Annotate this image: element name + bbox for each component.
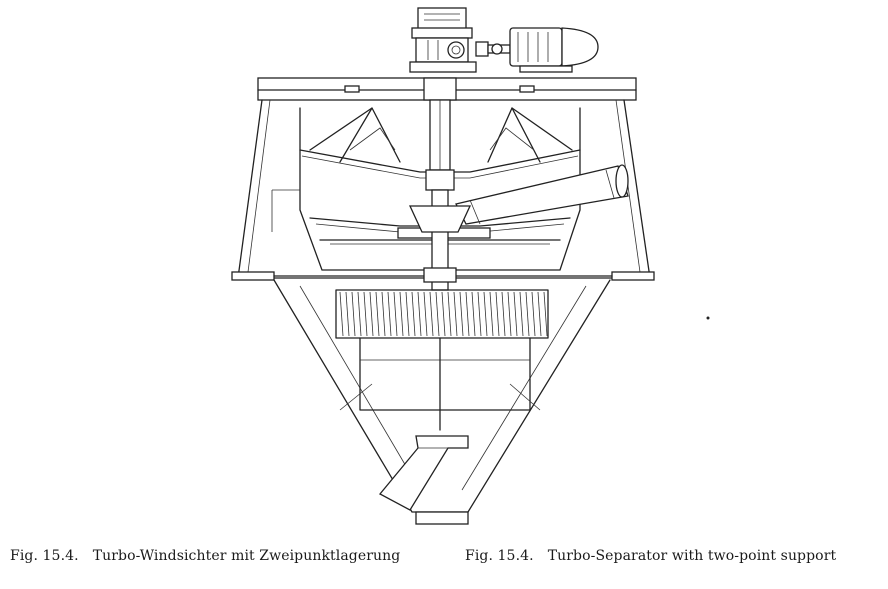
fan-vane xyxy=(399,291,404,337)
feed-inlet-pipe xyxy=(455,164,629,225)
fan-vane xyxy=(351,291,356,337)
fan-vane xyxy=(441,291,446,337)
caption-german-number: Fig. 15.4. xyxy=(10,548,79,564)
fan-vane xyxy=(405,291,410,337)
fan-vane xyxy=(417,291,422,337)
fan-vanes xyxy=(339,291,548,337)
fan-vane xyxy=(513,291,518,337)
fan-vane xyxy=(423,291,428,337)
fan-vane xyxy=(363,291,368,337)
caption-german-text: Turbo-Windsichter mit Zweipunktlagerung xyxy=(92,548,401,564)
fan-vane xyxy=(447,291,452,337)
fan-vane xyxy=(543,291,548,337)
fan-vane xyxy=(411,291,416,337)
fan-vane xyxy=(507,291,512,337)
fan-wheel xyxy=(335,289,549,339)
fan-vane xyxy=(453,291,458,337)
outlet-spouts xyxy=(378,435,469,525)
fan-vane xyxy=(519,291,524,337)
fan-vane xyxy=(459,291,464,337)
fan-vane xyxy=(429,291,434,337)
central-shaft xyxy=(423,77,457,291)
fan-vane xyxy=(339,291,344,337)
lower-cone xyxy=(273,279,611,513)
caption-english-number: Fig. 15.4. xyxy=(465,548,534,564)
fan-vane xyxy=(489,291,494,337)
caption-english: Fig. 15.4. Turbo-Separator with two-point… xyxy=(465,548,836,564)
fan-vane xyxy=(471,291,476,337)
fan-vane xyxy=(393,291,398,337)
turbo-separator-drawing xyxy=(231,7,710,525)
fan-vane xyxy=(537,291,542,337)
caption-german: Fig. 15.4. Turbo-Windsichter mit Zweipunk… xyxy=(10,548,400,564)
fan-vane xyxy=(375,291,380,337)
fan-vane xyxy=(501,291,506,337)
fan-vane xyxy=(525,291,530,337)
coupling xyxy=(475,41,511,57)
rotor-cone xyxy=(408,205,472,233)
fan-vane xyxy=(477,291,482,337)
caption-english-text: Turbo-Separator with two-point support xyxy=(547,548,837,564)
electric-motor xyxy=(509,27,599,73)
fan-vane xyxy=(369,291,374,337)
fan-vane xyxy=(357,291,362,337)
fan-vane xyxy=(531,291,536,337)
fan-vane xyxy=(435,291,440,337)
fan-vane xyxy=(387,291,392,337)
fan-vane xyxy=(483,291,488,337)
gearbox xyxy=(409,7,477,73)
fan-vane xyxy=(465,291,470,337)
fan-vane xyxy=(345,291,350,337)
fan-vane xyxy=(495,291,500,337)
fan-vane xyxy=(381,291,386,337)
